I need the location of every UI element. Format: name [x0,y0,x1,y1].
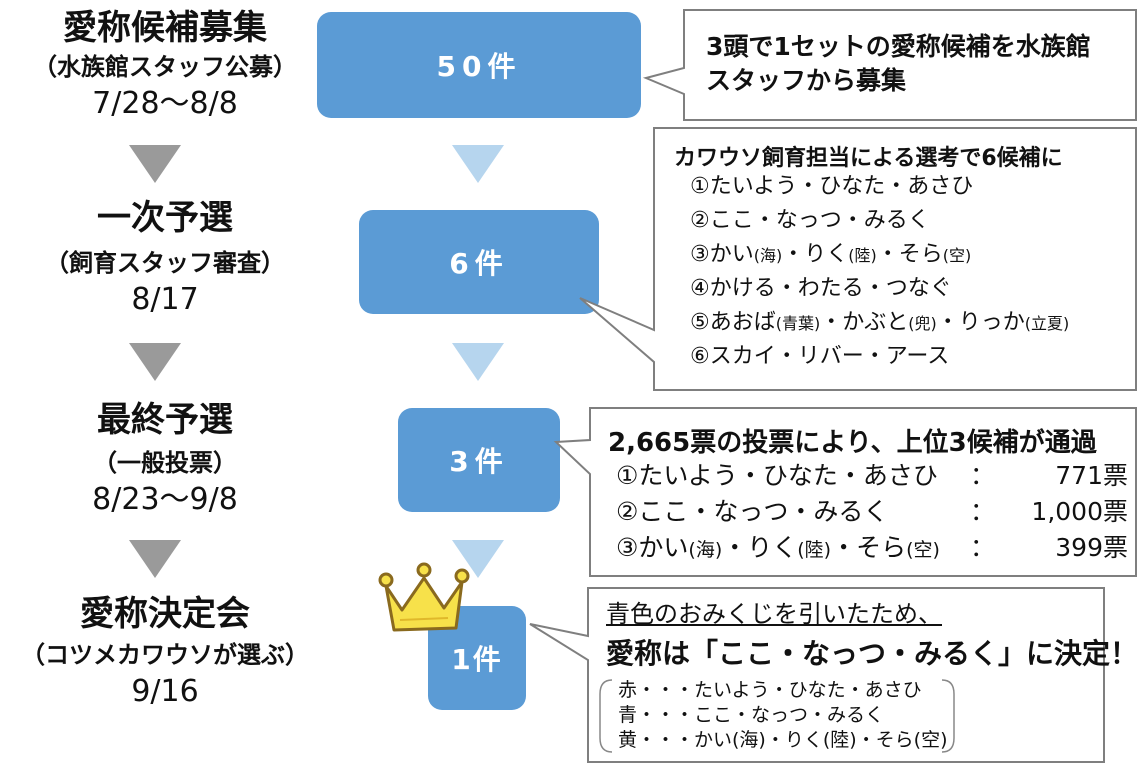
candidate-5-part: ・りっか [936,310,1025,335]
down-arrow-blue [452,343,504,381]
candidate-3-kanji: (陸) [848,246,877,265]
callout4-line1: 青色のおみくじを引いたため、 [606,600,942,628]
vote-name-2: ②ここ・なっつ・みるく [616,497,889,526]
vote-name-3-part: ・そら [831,533,907,562]
vote-count-2: 1,000票 [1031,497,1128,526]
candidate-3-part: ・りく [782,242,849,267]
candidate-4: ④かける・わたる・つなぐ [690,276,952,301]
callout3-heading: 2,665票の投票により、上位3候補が通過 [608,428,1097,458]
candidate-5-kanji: (立夏) [1024,314,1070,333]
candidate-5-part: ⑤あおば [690,310,776,335]
vote-name-3-part: ・りく [722,533,798,562]
omikuji-blue: 青・・・ここ・なっつ・みるく [618,704,885,726]
vote-name-3: ③かい(海)・りく(陸)・そら(空) [616,532,940,566]
stage2-title: 一次予選 [97,198,233,238]
crown-icon [378,562,470,632]
vote-name-3-part: ③かい [616,533,689,562]
count-box-3: 3件 [398,408,560,512]
callout1-line1: 3頭で1セットの愛称候補を水族館 [706,32,1091,61]
candidate-6: ⑥スカイ・リバー・アース [690,344,950,369]
callout4-decision: 愛称は「ここ・なっつ・みるく」に決定！ [606,637,1139,670]
callout1-text: 3頭で1セットの愛称候補を水族館 スタッフから募集 [706,30,1091,98]
vote-colon-3: ： [970,533,996,562]
stage1-subtitle: （水族館スタッフ公募） [33,53,297,81]
stage4-subtitle: （コツメカワウソが選ぶ） [21,641,309,669]
vote-name-3-kanji: (陸) [797,539,832,561]
candidate-5-kanji: (兜) [908,314,937,333]
stage4-date: 9/16 [131,674,199,709]
count-box-6: 6件 [359,210,599,314]
vote-name-3-kanji: (空) [906,539,940,561]
down-arrow-gray [129,540,181,578]
count-box-50: 50件 [317,12,641,118]
candidate-3-kanji: (海) [753,246,783,265]
stage3-subtitle: （一般投票） [93,449,237,477]
down-arrow-blue [452,145,504,183]
stage2-date: 8/17 [131,282,199,317]
stage4-title: 愛称決定会 [80,594,250,634]
candidate-1: ①たいよう・ひなた・あさひ [690,174,974,199]
omikuji-yellow: 黄・・・かい(海)・りく(陸)・そら(空) [618,729,948,751]
stage3-date: 8/23～9/8 [92,482,238,517]
vote-name-3-kanji: (海) [688,539,723,561]
candidate-2: ②ここ・なっつ・みるく [690,208,930,233]
vote-colon-2: ： [970,497,996,526]
stage1-date: 7/28～8/8 [92,86,238,121]
stage1-title: 愛称候補募集 [63,8,267,48]
callout2-heading: カワウソ飼育担当による選考で6候補に [674,146,1063,171]
callout1-line2: スタッフから募集 [706,66,907,95]
vote-name-1: ①たいよう・ひなた・あさひ [616,461,938,490]
down-arrow-gray [129,145,181,183]
down-arrow-gray [129,343,181,381]
candidate-3-part: ③かい [690,242,754,267]
vote-count-3: 399票 [1055,533,1128,562]
vote-count-1: 771票 [1055,461,1128,490]
stage2-subtitle: （飼育スタッフ審査） [45,249,285,277]
stage3-title: 最終予選 [97,400,233,440]
candidate-3: ③かい(海)・りく(陸)・そら(空) [690,240,971,271]
omikuji-red: 赤・・・たいよう・ひなた・あさひ [618,679,922,701]
candidate-3-kanji: (空) [942,246,972,265]
candidate-5-part: ・かぶと [820,310,909,335]
candidate-5-kanji: (青葉) [775,314,821,333]
candidate-3-part: ・そら [876,242,943,267]
vote-colon-1: ： [970,461,996,490]
candidate-5: ⑤あおば(青葉)・かぶと(兜)・りっか(立夏) [690,308,1069,339]
